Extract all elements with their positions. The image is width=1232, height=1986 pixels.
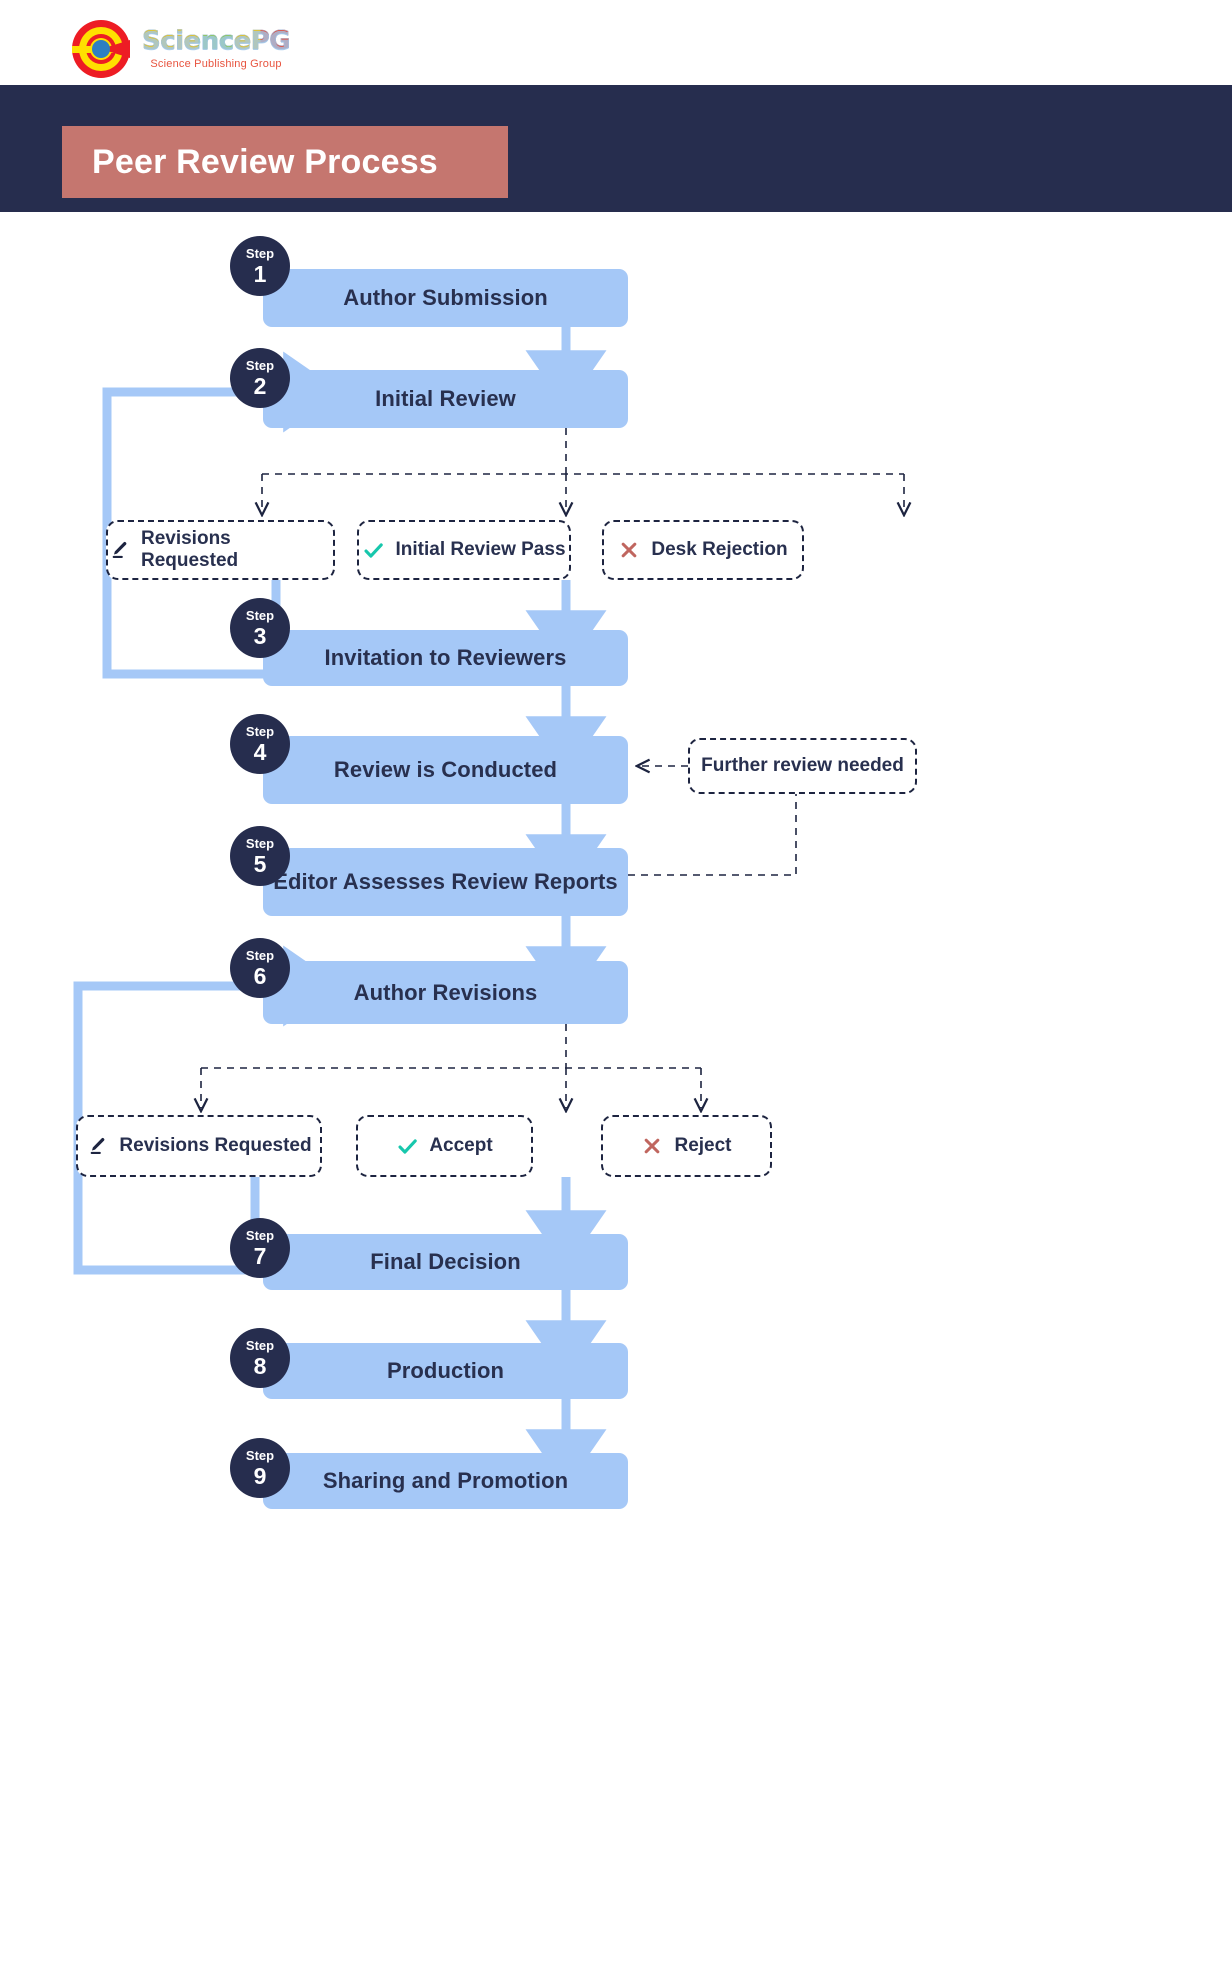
page-title-text: Peer Review Process: [92, 142, 438, 181]
step-word-8: Step: [245, 1337, 275, 1353]
step-badge-3: Step 3: [230, 598, 290, 658]
decision-initial-review-pass[interactable]: Initial Review Pass: [357, 520, 571, 580]
step-label-4: Review is Conducted: [333, 757, 558, 782]
decision-label: Revisions Requested: [119, 1135, 312, 1156]
decision-label: Accept: [429, 1135, 493, 1156]
step-box-8[interactable]: Production: [263, 1343, 628, 1399]
step-number-4: 4: [253, 738, 267, 765]
step-box-6[interactable]: Author Revisions: [263, 961, 628, 1024]
check-icon: [396, 1135, 418, 1157]
brand-name: SciencePG: [142, 26, 291, 56]
step-word-6: Step: [245, 947, 275, 963]
step-word-2: Step: [245, 357, 275, 373]
decision-revisions-requested-2[interactable]: Revisions Requested: [76, 1115, 322, 1177]
step-badge-1: Step 1: [230, 236, 290, 296]
sciencepg-circle-logo-icon: [70, 18, 132, 80]
step-word-7: Step: [245, 1227, 275, 1243]
step-box-5[interactable]: Editor Assesses Review Reports: [263, 848, 628, 916]
step-number-2: 2: [253, 372, 267, 399]
step-word-5: Step: [245, 835, 275, 851]
cross-icon: [618, 539, 640, 561]
step-word-1: Step: [245, 245, 275, 261]
step-box-3[interactable]: Invitation to Reviewers: [263, 630, 628, 686]
step-badge-4: Step 4: [230, 714, 290, 774]
flowchart: Author Submission Step 1 Initial Review …: [0, 212, 1232, 1986]
step-badge-7: Step 7: [230, 1218, 290, 1278]
step-label-9: Sharing and Promotion: [322, 1468, 569, 1493]
cross-icon: [641, 1135, 663, 1157]
brand-tagline: Science Publishing Group: [150, 58, 282, 70]
step-badge-9: Step 9: [230, 1438, 290, 1498]
step-label-8: Production: [386, 1358, 505, 1383]
step-word-3: Step: [245, 607, 275, 623]
step-badge-5: Step 5: [230, 826, 290, 886]
step-label-7: Final Decision: [370, 1249, 521, 1274]
step-box-9[interactable]: Sharing and Promotion: [263, 1453, 628, 1509]
step-box-1[interactable]: Author Submission: [263, 269, 628, 327]
step-badge-6: Step 6: [230, 938, 290, 998]
decision-label: Initial Review Pass: [395, 539, 566, 560]
step-number-5: 5: [253, 850, 267, 877]
check-icon: [362, 539, 384, 561]
step-number-3: 3: [253, 622, 267, 649]
step-label-5: Editor Assesses Review Reports: [273, 869, 618, 894]
step-label-1: Author Submission: [343, 285, 548, 310]
decision-accept[interactable]: Accept: [356, 1115, 533, 1177]
step-number-7: 7: [253, 1242, 267, 1269]
step-number-9: 9: [253, 1462, 267, 1489]
decision-desk-rejection[interactable]: Desk Rejection: [602, 520, 804, 580]
brand-wordmark: SciencePG Science Publishing Group: [142, 26, 291, 70]
step-number-8: 8: [253, 1352, 267, 1379]
step-word-9: Step: [245, 1447, 275, 1463]
decision-revisions-requested-1[interactable]: Revisions Requested: [106, 520, 335, 580]
step-number-6: 6: [253, 962, 267, 989]
step-box-4[interactable]: Review is Conducted: [263, 736, 628, 804]
decision-reject[interactable]: Reject: [601, 1115, 772, 1177]
step-label-3: Invitation to Reviewers: [324, 645, 567, 670]
pencil-icon: [108, 539, 130, 561]
decision-label: Reject: [674, 1135, 732, 1156]
decision-label: Desk Rejection: [651, 539, 788, 560]
connector-layer: [73, 327, 1232, 1488]
step-box-7[interactable]: Final Decision: [263, 1234, 628, 1290]
brand-logo: SciencePG Science Publishing Group: [70, 18, 291, 80]
pencil-icon: [86, 1135, 108, 1157]
note-label: Further review needed: [701, 755, 904, 776]
page-title: Peer Review Process: [62, 126, 508, 198]
decision-label: Revisions Requested: [140, 528, 239, 571]
step-badge-8: Step 8: [230, 1328, 290, 1388]
step-label-6: Author Revisions: [353, 979, 538, 1005]
step-number-1: 1: [253, 260, 267, 287]
step-badge-2: Step 2: [230, 348, 290, 408]
step-label-2: Initial Review: [375, 386, 516, 411]
note-further-review-needed[interactable]: Further review needed: [688, 738, 917, 794]
step-box-2[interactable]: Initial Review: [263, 370, 628, 428]
step-word-4: Step: [245, 723, 275, 739]
